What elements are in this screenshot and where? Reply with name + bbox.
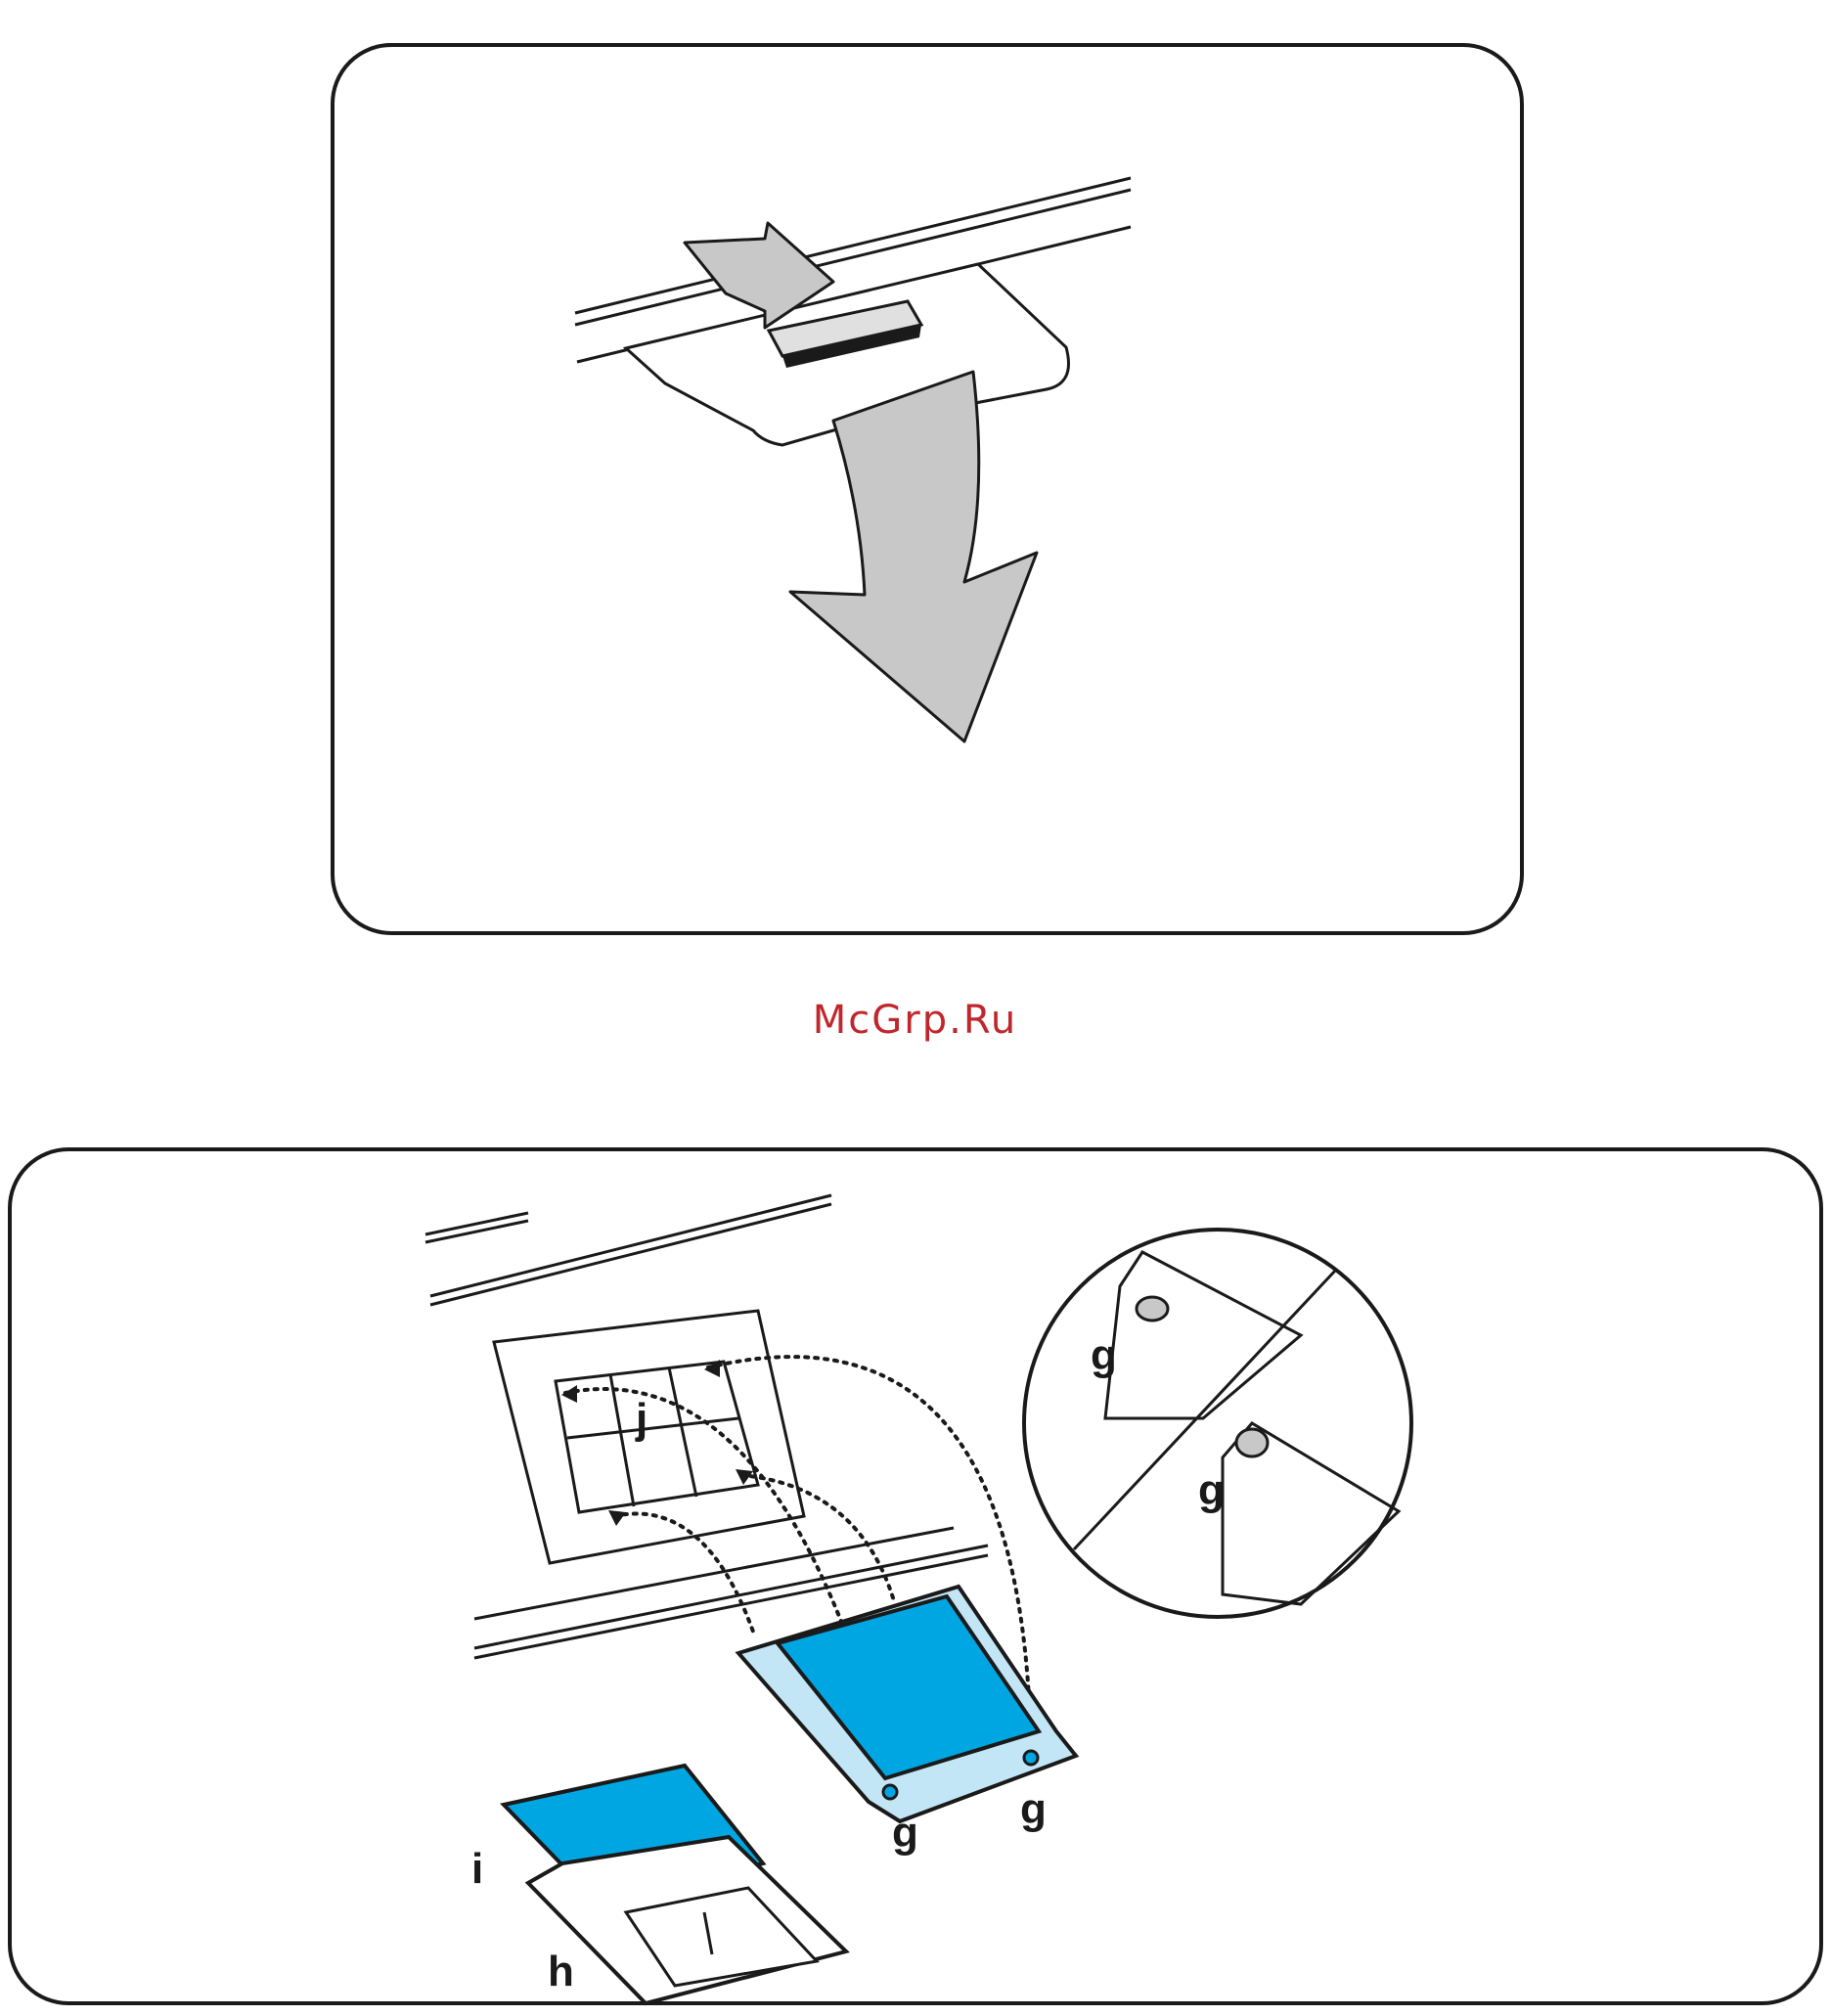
clip-dot-left [883, 1785, 897, 1799]
label-i: i [471, 1845, 483, 1893]
label-g-zoom-bottom: g [1198, 1466, 1225, 1514]
label-h: h [548, 1948, 574, 1995]
label-j: j [635, 1395, 647, 1443]
label-g-left: g [892, 1809, 918, 1857]
label-g-right: g [1020, 1785, 1047, 1833]
label-g-zoom-top: g [1091, 1331, 1117, 1379]
clip-dot-right [1024, 1751, 1038, 1765]
clip-detail-zoom [1024, 1230, 1411, 1617]
